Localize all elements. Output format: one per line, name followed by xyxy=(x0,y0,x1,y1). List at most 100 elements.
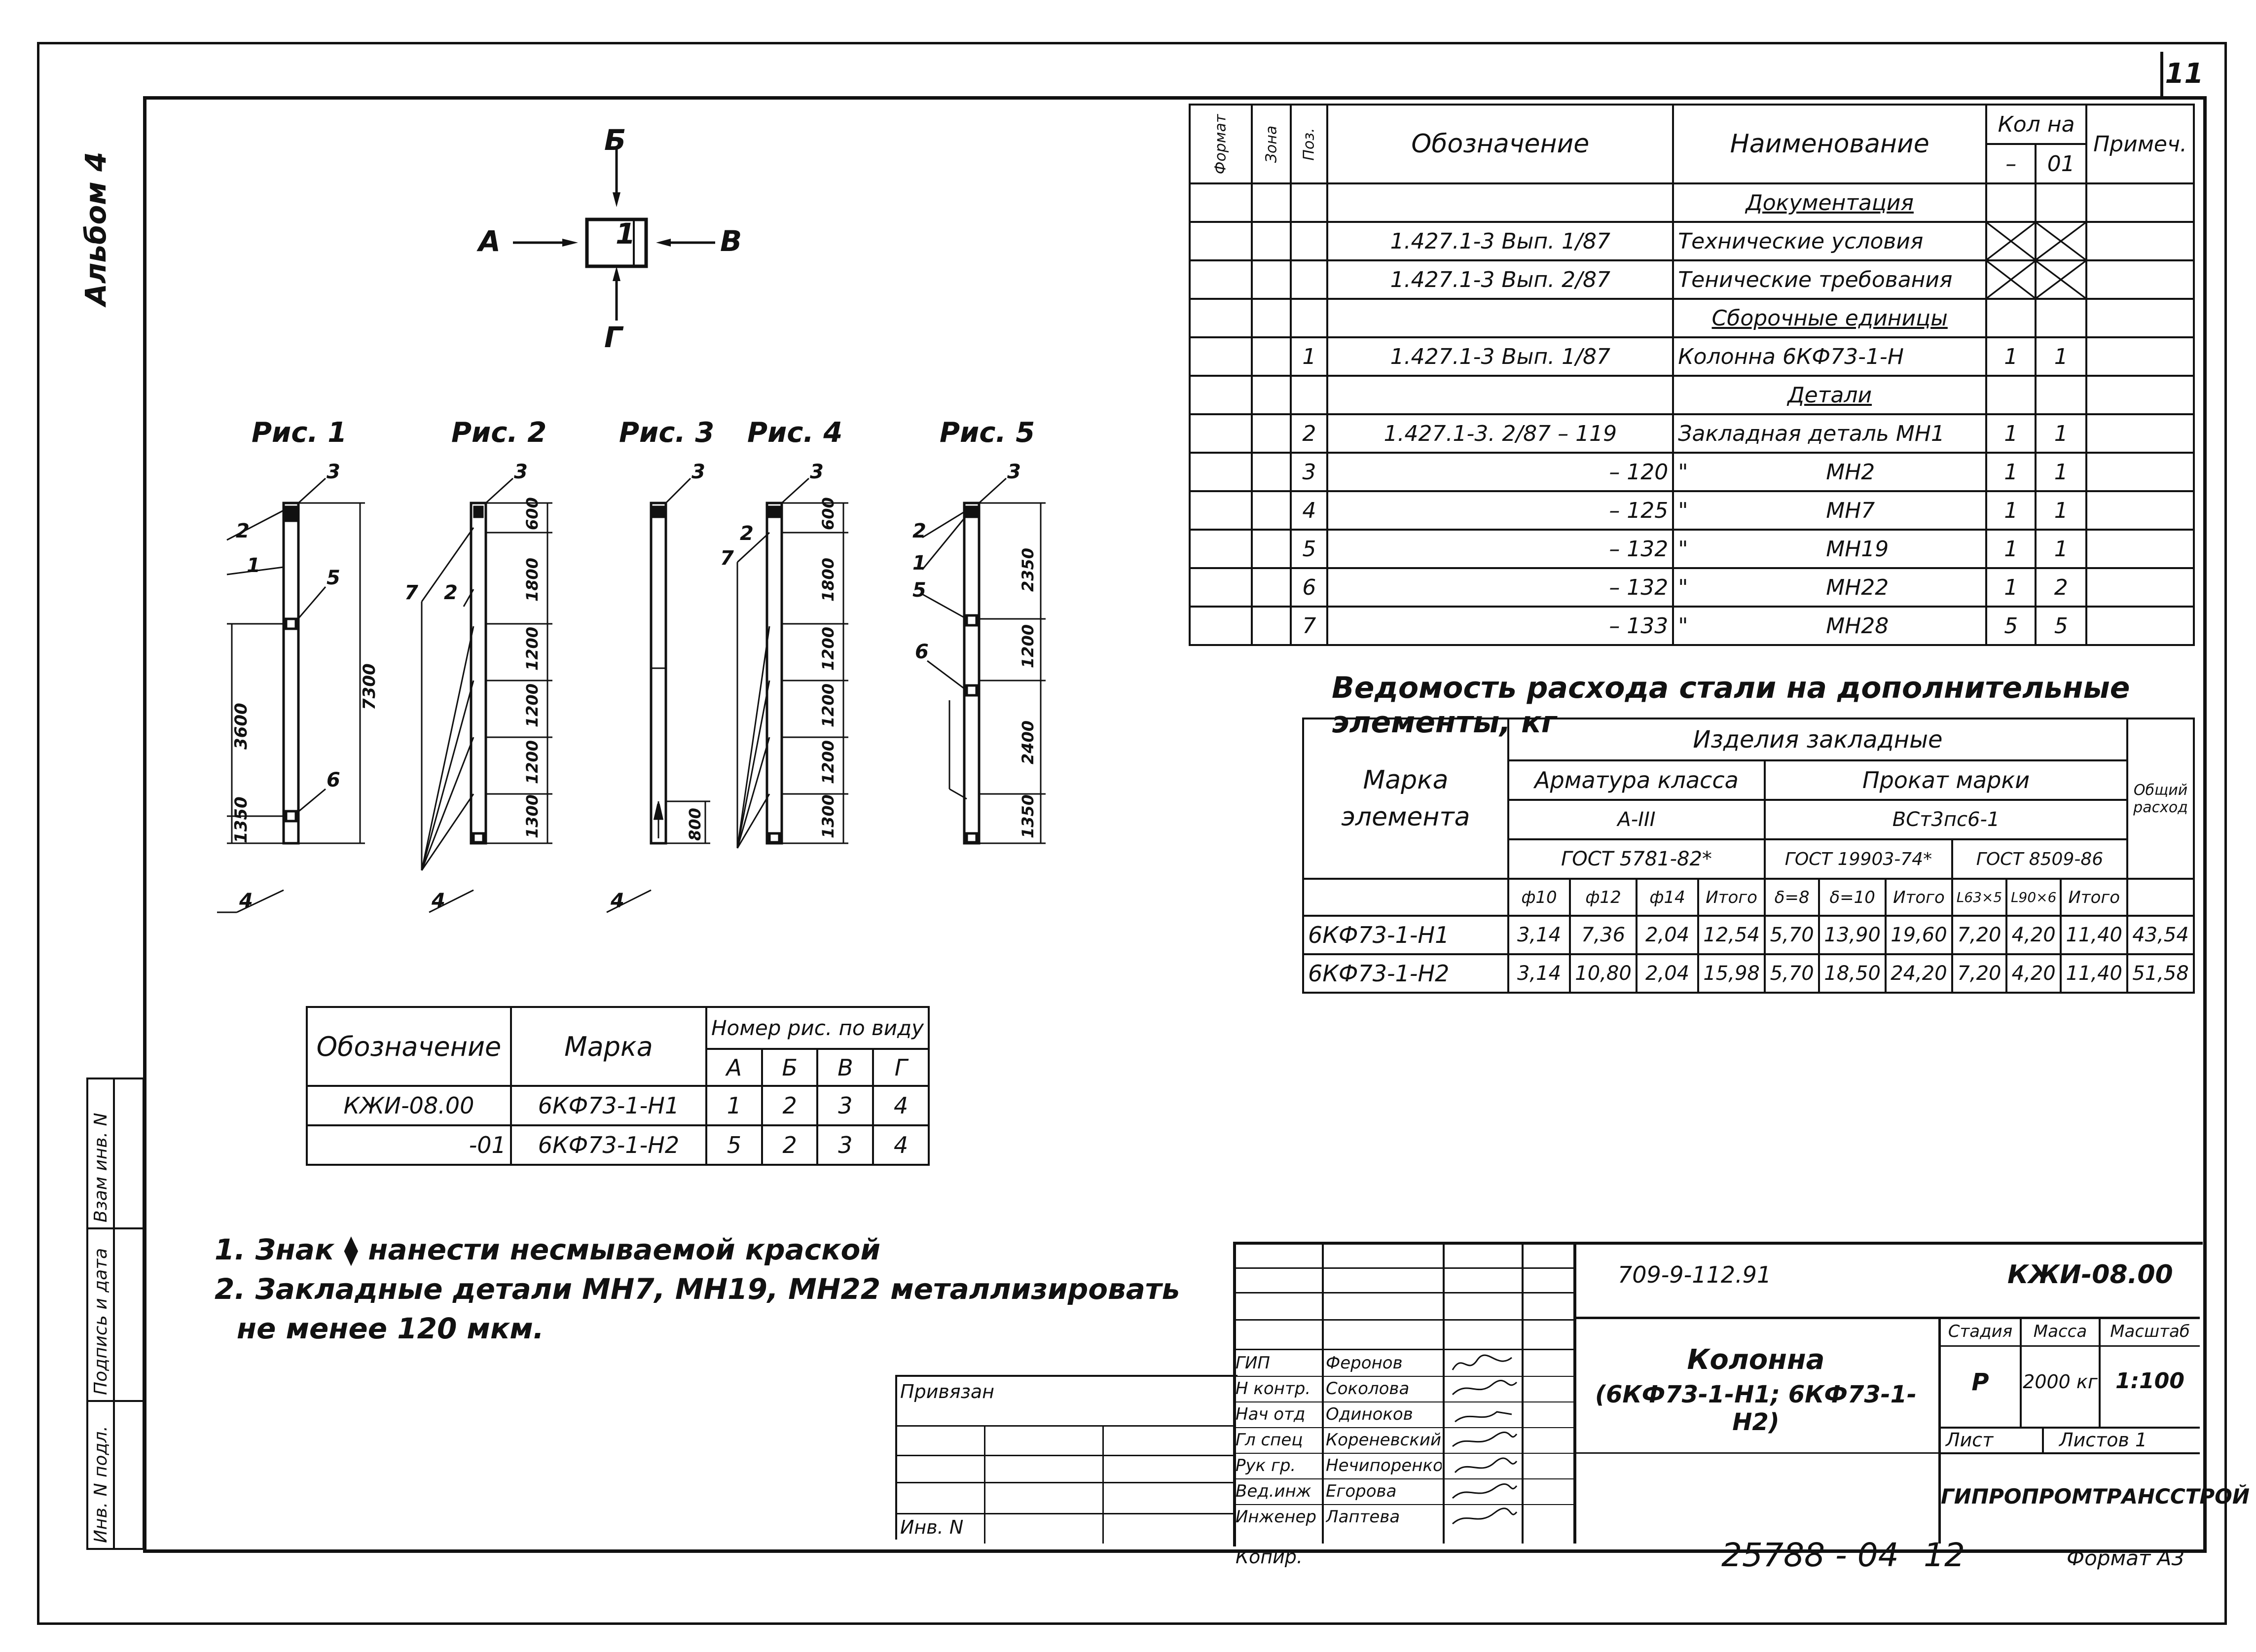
spec-designation: – 120 xyxy=(1326,452,1674,492)
view-label-left: А xyxy=(478,224,501,258)
view-header-v: В xyxy=(816,1048,874,1087)
steel-rolled-gost2: ГОСТ 8509-86 xyxy=(1951,838,2129,880)
spec-designation: 1.427.1-3 Вып. 1/87 xyxy=(1326,221,1674,261)
signature-mark xyxy=(1452,1508,1518,1525)
fig2-dim: 600 xyxy=(523,497,542,530)
fig2-callout: 2 xyxy=(444,581,458,604)
steel-rebar-gost: ГОСТ 5781-82* xyxy=(1507,838,1766,880)
drawing-frame xyxy=(143,96,2207,1553)
steel-col-header: Итого xyxy=(2060,878,2129,917)
steel-rebar-class: А-III xyxy=(1507,799,1766,840)
fig1-callout: 3 xyxy=(327,461,340,483)
steel-cell: 3,14 xyxy=(1507,953,1571,994)
stage-value: Р xyxy=(1971,1368,1989,1396)
fig2-dim: 1200 xyxy=(523,627,542,671)
fig1-dim: 7300 xyxy=(360,663,379,710)
view-label-top: Б xyxy=(604,123,626,157)
fig4-column xyxy=(765,502,783,845)
spec-pos: 7 xyxy=(1290,606,1329,646)
fig2-dim: 1200 xyxy=(523,740,542,784)
spec-header-designation: Обозначение xyxy=(1326,104,1674,184)
steel-col-header: L63×5 xyxy=(1951,878,2008,917)
fig3-title: Рис. 3 xyxy=(619,417,715,449)
view-mark: 6КФ73-1-Н2 xyxy=(509,1124,707,1166)
fig5-title: Рис. 5 xyxy=(940,417,1035,449)
spec-name: " МН22 xyxy=(1672,567,1988,608)
spec-pos: 5 xyxy=(1290,529,1329,569)
steel-cell: 4,20 xyxy=(2005,953,2062,994)
format-label: Формат А3 xyxy=(2067,1546,2185,1570)
spec-qty-b: 1 xyxy=(2035,336,2088,377)
fig5-dim: 1200 xyxy=(1019,624,1037,668)
spec-name: " МН2 xyxy=(1672,452,1988,492)
steel-row-mark: 6КФ73-1-Н1 xyxy=(1302,915,1509,955)
spec-name: Технические условия xyxy=(1672,221,1988,261)
fig4-dim: 1800 xyxy=(819,558,837,602)
role-label: Вед.инж xyxy=(1236,1481,1311,1501)
spec-qty-a: 1 xyxy=(1985,490,2037,531)
view-mark: 6КФ73-1-Н1 xyxy=(509,1085,707,1126)
fig3-column xyxy=(650,502,667,845)
role-label: Нач отд xyxy=(1236,1404,1306,1424)
steel-cell: 3,14 xyxy=(1507,915,1571,955)
inv-label: Инв. N xyxy=(900,1516,964,1538)
role-name: Феронов xyxy=(1326,1353,1403,1373)
spec-name: Закладная деталь МН1 xyxy=(1672,413,1988,454)
spec-pos: 6 xyxy=(1290,567,1329,608)
steel-row-mark: 6КФ73-1-Н2 xyxy=(1302,953,1509,994)
spec-qty-a: 1 xyxy=(1985,413,2037,454)
fig5-callout: 2 xyxy=(912,520,926,542)
spec-header-note: Примеч. xyxy=(2085,104,2195,184)
steel-rebar-header: Арматура класса xyxy=(1507,759,1766,801)
spec-name: Колонна 6КФ73-1-Н xyxy=(1672,336,1988,377)
spec-cross-cell xyxy=(2035,221,2088,261)
view-header-designation: Обозначение xyxy=(306,1006,512,1087)
fig2-callout: 3 xyxy=(514,461,528,483)
column-figures: 3 2 1 5 6 4 7300 3600 1350 3 2 7 4 600 1… xyxy=(217,461,1046,913)
steel-cell: 15,98 xyxy=(1697,953,1766,994)
view-cell: 2 xyxy=(761,1085,819,1126)
spec-qty-a: 1 xyxy=(1985,567,2037,608)
spec-header-name: Наименование xyxy=(1672,104,1988,184)
steel-cell: 13,90 xyxy=(1818,915,1887,955)
scale-header: Масштаб xyxy=(2110,1322,2190,1341)
spec-qty-a: 1 xyxy=(1985,336,2037,377)
steel-row: 6КФ73-1-Н2 3,14 10,80 2,04 15,98 5,70 18… xyxy=(1302,953,2195,994)
note-3: не менее 120 мкм. xyxy=(237,1312,544,1345)
spec-pos: 2 xyxy=(1290,413,1329,454)
mass-value: 2000 кг xyxy=(2023,1371,2098,1393)
view-row: КЖИ-08.00 6КФ73-1-Н1 1 2 3 4 xyxy=(306,1085,930,1126)
drawing-code: КЖИ-08.00 xyxy=(2007,1260,2173,1290)
fig1-callout: 2 xyxy=(236,520,250,542)
drawing-title-2: (6КФ73-1-Н1; 6КФ73-1-Н2) xyxy=(1595,1381,1917,1436)
steel-col-header: Итого xyxy=(1885,878,1953,917)
title-roles: ГИП Н контр. Нач отд Гл спец Рук гр. Вед… xyxy=(1236,1350,1322,1530)
steel-col-header: δ=10 xyxy=(1818,878,1887,917)
fig4-callout: 3 xyxy=(810,461,824,483)
spec-cross-cell xyxy=(1985,221,2037,261)
steel-mark-header: Марка элемента xyxy=(1302,718,1509,880)
view-cell: 3 xyxy=(816,1085,874,1126)
title-names: Феронов Соколова Одиноков Кореневский Не… xyxy=(1326,1350,1442,1530)
signatures xyxy=(1452,1354,1518,1525)
steel-cell: 2,04 xyxy=(1635,953,1700,994)
signature-mark xyxy=(1454,1457,1518,1473)
spec-header-qty-a: – xyxy=(1985,143,2037,184)
view-row: -01 6КФ73-1-Н2 5 2 3 4 xyxy=(306,1124,930,1166)
spec-designation: 1.427.1-3. 2/87 – 119 xyxy=(1326,413,1674,454)
project-code: 709-9-112.91 xyxy=(1618,1261,1772,1288)
spec-qty-b: 1 xyxy=(2035,452,2088,492)
spec-qty-a: 1 xyxy=(1985,529,2037,569)
view-header-b: Б xyxy=(761,1048,819,1087)
steel-cell: 7,36 xyxy=(1569,915,1637,955)
spec-qty-b: 5 xyxy=(2035,606,2088,646)
steel-cell: 7,20 xyxy=(1951,953,2008,994)
fig4-callout: 2 xyxy=(740,522,754,545)
fig4-callout: 7 xyxy=(720,547,734,570)
fig2-column xyxy=(470,502,487,845)
steel-total: 51,58 xyxy=(2126,953,2195,994)
role-name: Одиноков xyxy=(1326,1404,1413,1424)
copied-label: Копир. xyxy=(1236,1546,1303,1568)
role-label: Рук гр. xyxy=(1236,1456,1296,1475)
